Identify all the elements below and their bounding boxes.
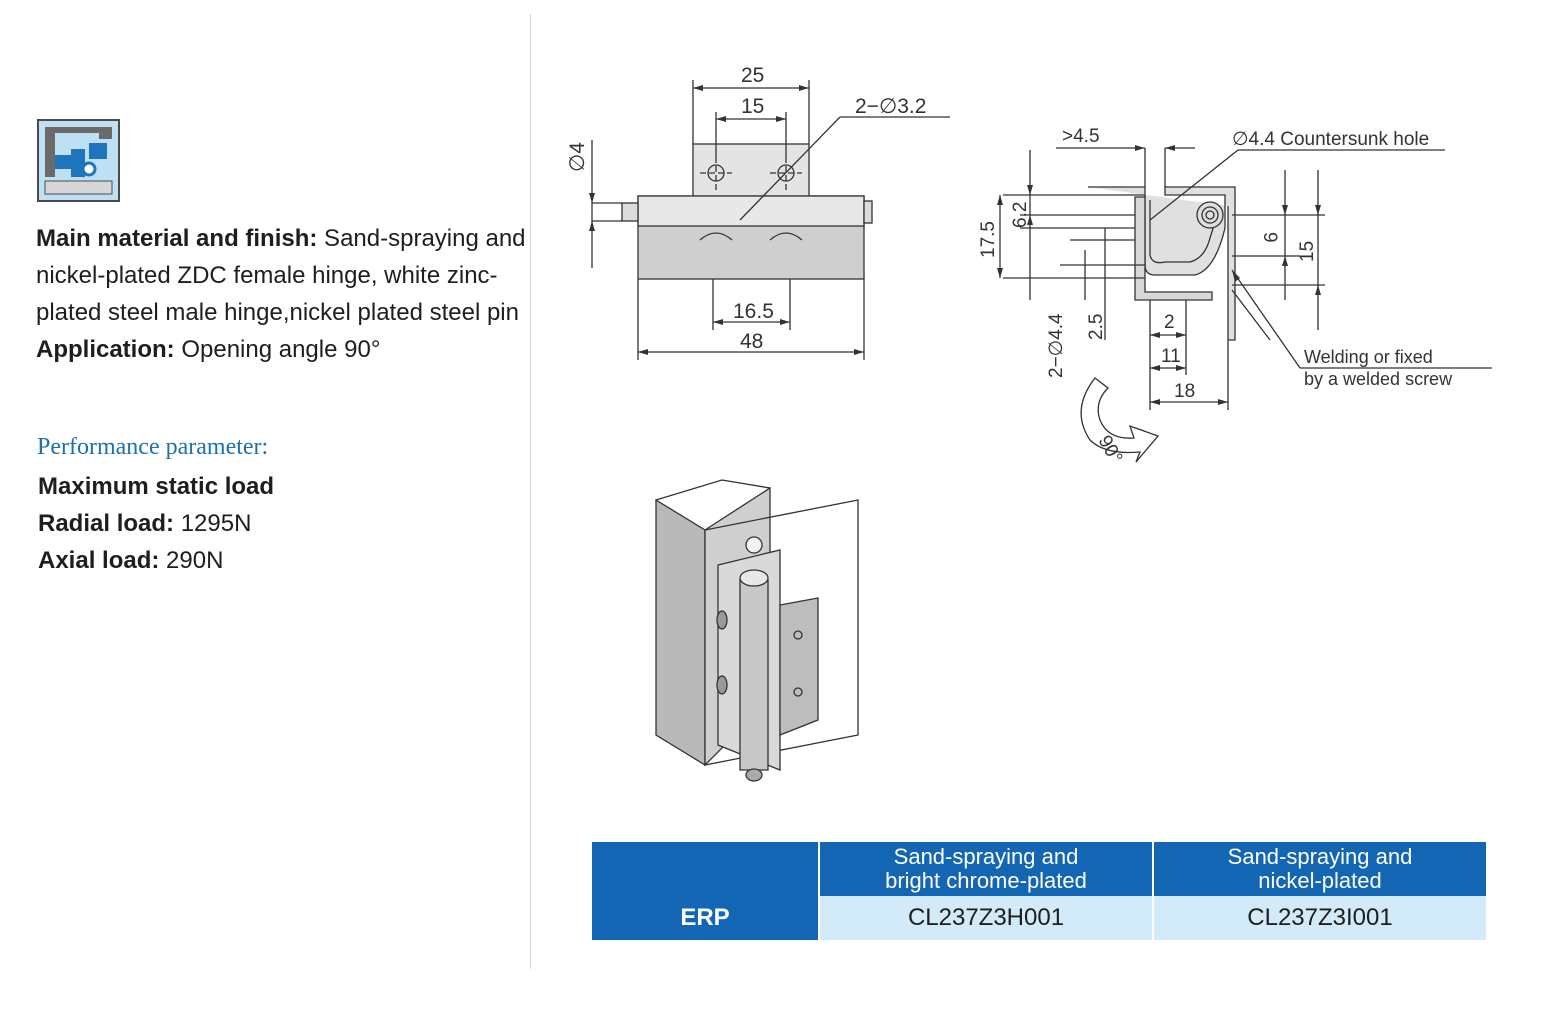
table-row: ERP CL237Z3H001 CL237Z3I001 bbox=[592, 896, 1486, 940]
dim-2-dia4-4: 2−∅4.4 bbox=[1046, 313, 1067, 378]
specifications: Main material and finish: Sand-spraying … bbox=[36, 220, 526, 368]
table-header-col2: Sand-spraying and nickel-plated bbox=[1154, 842, 1486, 896]
dim-11: 11 bbox=[1161, 346, 1181, 367]
erp-code-col1: CL237Z3H001 bbox=[820, 896, 1152, 940]
dim-hole: 2−∅3.2 bbox=[855, 95, 926, 118]
performance-title: Performance parameter: bbox=[37, 434, 269, 460]
hinge-type-icon bbox=[37, 119, 120, 202]
technical-drawing: 25 15 2−∅3.2 ∅4 16.5 48 >4.5 ∅4.4 Counte… bbox=[566, 64, 1492, 782]
material-label: Main material and finish: bbox=[36, 225, 318, 252]
dim-gt4-5: >4.5 bbox=[1062, 126, 1100, 147]
dim-6-2: 6.2 bbox=[1010, 202, 1031, 228]
radial-load-label: Radial load: bbox=[38, 510, 175, 537]
erp-code-col2: CL237Z3I001 bbox=[1154, 896, 1486, 940]
dim-15-side: 15 bbox=[1297, 241, 1318, 262]
dim-17-5: 17.5 bbox=[978, 221, 999, 258]
radial-load-value: 1295N bbox=[174, 510, 252, 537]
performance-parameters: Maximum static load Radial load: 1295N A… bbox=[38, 468, 274, 579]
welding-note-line1: Welding or fixed bbox=[1304, 347, 1433, 367]
col1-header-text: Sand-spraying and bright chrome-plated bbox=[885, 844, 1087, 893]
column-divider bbox=[530, 14, 531, 969]
application-value: Opening angle 90° bbox=[174, 336, 381, 363]
dim-2: 2 bbox=[1164, 312, 1175, 333]
max-static-load-heading: Maximum static load bbox=[38, 473, 275, 500]
application-label: Application: bbox=[36, 336, 175, 363]
dim-dia4: ∅4 bbox=[566, 142, 589, 172]
material-value: Sand-spraying and nickel-plated ZDC fema… bbox=[36, 225, 526, 326]
countersunk-note: ∅4.4 Countersunk hole bbox=[1232, 129, 1429, 150]
dim-2-5: 2.5 bbox=[1086, 314, 1107, 340]
welding-note-line2: by a welded screw bbox=[1304, 369, 1453, 389]
dim-48: 48 bbox=[740, 330, 763, 353]
table-header-row: Sand-spraying and bright chrome-plated S… bbox=[592, 842, 1486, 896]
dim-18: 18 bbox=[1174, 381, 1195, 402]
dim-9: 9 bbox=[1259, 232, 1280, 243]
dim-25: 25 bbox=[741, 64, 764, 87]
col2-header-text: Sand-spraying and nickel-plated bbox=[1227, 844, 1413, 893]
row-label-erp: ERP bbox=[592, 896, 818, 940]
axial-load-value: 290N bbox=[159, 547, 224, 574]
table-header-empty bbox=[592, 842, 818, 896]
axial-load-label: Axial load: bbox=[38, 547, 160, 574]
dim-16-5: 16.5 bbox=[733, 300, 774, 323]
product-code-table: Sand-spraying and bright chrome-plated S… bbox=[590, 842, 1488, 940]
table-header-col1: Sand-spraying and bright chrome-plated bbox=[820, 842, 1152, 896]
dim-15-front: 15 bbox=[741, 95, 764, 118]
